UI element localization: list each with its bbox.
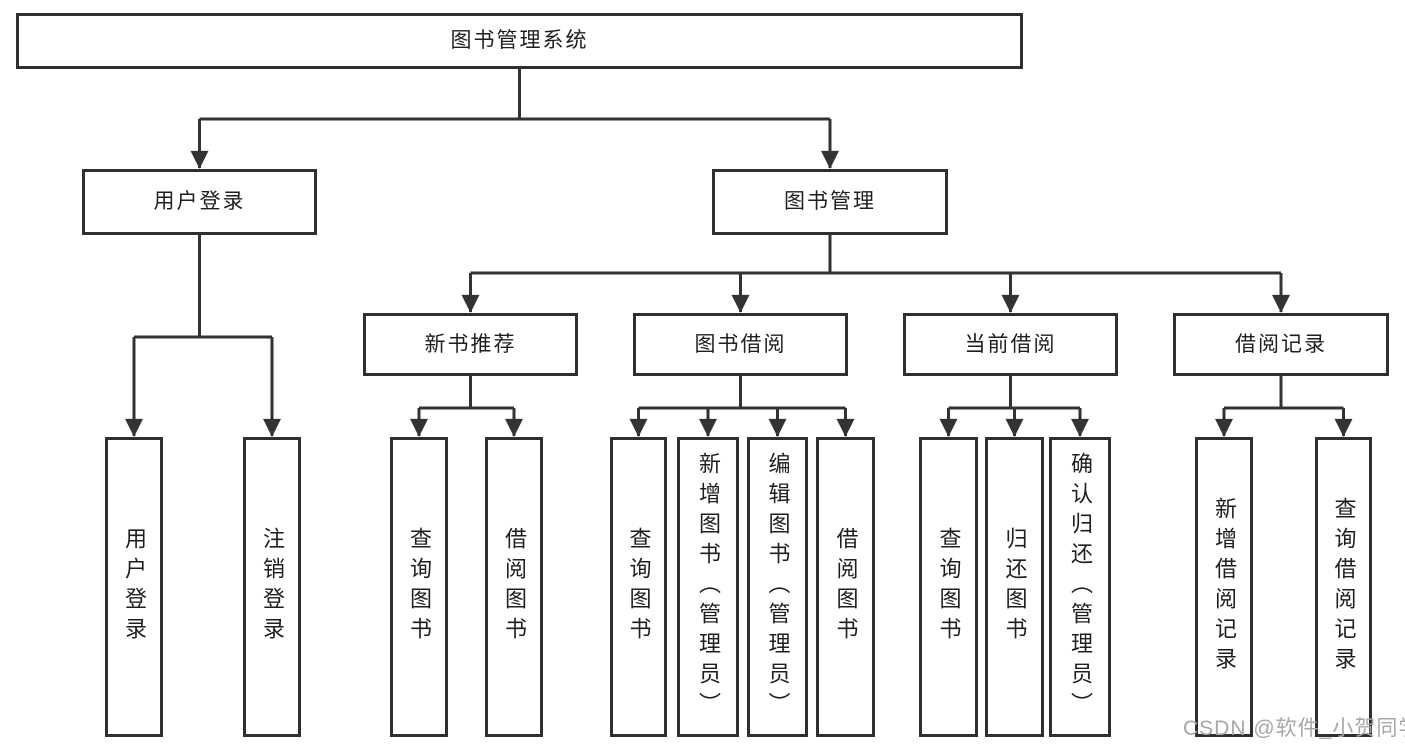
node-label: 查询图书 [407,527,432,647]
node-label: 用户登录 [122,527,147,647]
leaf-borrowing-query-books: 查询图书 [610,437,667,737]
node-label: 查询借阅记录 [1331,497,1357,677]
leaf-current-return-books: 归还图书 [985,437,1044,737]
node-book-borrowing: 图书借阅 [633,313,848,376]
node-label: 借阅图书 [833,527,859,647]
node-label: 编辑图书（管理员） [765,452,791,722]
node-label: 借阅记录 [1235,332,1327,356]
leaf-user-login: 用户登录 [105,437,163,737]
leaf-borrowing-borrow-books: 借阅图书 [816,437,875,737]
node-new-book-recommendation: 新书推荐 [363,313,578,376]
node-label: 归还图书 [1002,527,1028,647]
node-label: 当前借阅 [964,332,1057,356]
node-label: 借阅图书 [502,527,527,647]
node-book-management: 图书管理 [712,169,948,235]
node-label: 图书借阅 [694,332,787,356]
leaf-borrowing-add-books-admin: 新增图书（管理员） [677,437,739,737]
node-label: 查询图书 [936,527,962,647]
leaf-current-confirm-return-admin: 确认归还（管理员） [1049,437,1111,737]
leaf-records-add-record: 新增借阅记录 [1195,437,1253,737]
node-library-management-system: 图书管理系统 [16,13,1023,69]
leaf-logout: 注销登录 [243,437,301,737]
node-label: 图书管理 [784,190,876,214]
leaf-current-query-books: 查询图书 [919,437,978,737]
node-label: 注销登录 [260,527,285,647]
node-label: 图书管理系统 [450,29,589,53]
node-label: 新增图书（管理员） [696,452,721,722]
node-label: 确认归还（管理员） [1068,452,1093,722]
node-label: 用户登录 [153,190,246,214]
leaf-borrowing-edit-books-admin: 编辑图书（管理员） [747,437,808,737]
node-label: 查询图书 [626,527,652,647]
node-current-borrowing: 当前借阅 [903,313,1118,376]
node-label: 新书推荐 [424,332,517,356]
leaf-newbooks-borrow-books: 借阅图书 [485,437,543,737]
node-borrowing-records: 借阅记录 [1173,313,1389,376]
node-user-login: 用户登录 [82,169,317,235]
leaf-newbooks-query-books: 查询图书 [390,437,448,737]
leaf-records-query-record: 查询借阅记录 [1315,437,1372,737]
node-label: 新增借阅记录 [1212,497,1237,677]
